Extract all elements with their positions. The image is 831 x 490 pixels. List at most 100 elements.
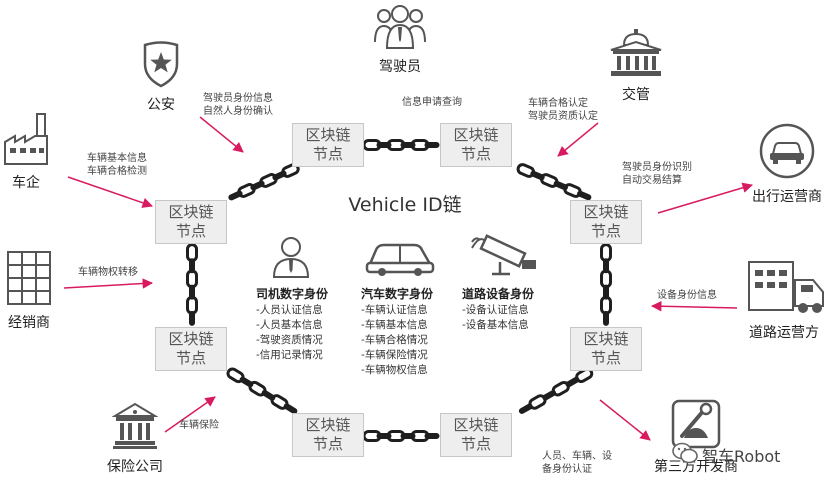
node-label-line2: 节点 bbox=[175, 349, 206, 367]
note-developer: 人员、车辆、设 备身份认证 bbox=[542, 450, 612, 476]
chain-link bbox=[189, 258, 195, 274]
arrow-road-operator bbox=[650, 300, 738, 312]
entity-dealer: 经销商 bbox=[4, 250, 54, 332]
note-carmaker-line1: 车辆基本信息 bbox=[87, 153, 147, 164]
insurance-label: 保险公司 bbox=[107, 459, 163, 475]
device-identity-panel: 道路设备身份 -设备认证信息 -设备基本信息 bbox=[462, 287, 534, 333]
arrow-dealer bbox=[63, 278, 154, 289]
arrow-mobility bbox=[657, 182, 754, 214]
note-traffic-line1: 车辆合格认定 bbox=[528, 98, 588, 109]
factory-icon bbox=[3, 112, 49, 170]
entity-mobility: 出行运营商 bbox=[745, 122, 829, 206]
entity-police: 公安 bbox=[133, 40, 189, 114]
chain-link bbox=[565, 376, 580, 388]
bank-building-icon bbox=[111, 402, 159, 454]
car-panel-title: 汽车数字身份 bbox=[361, 287, 434, 301]
entity-developer: 第三方开发商 bbox=[640, 398, 752, 476]
note-driver: 信息申请查询 bbox=[402, 96, 462, 109]
node-label-line1: 区块链 bbox=[453, 416, 499, 434]
node-label-line2: 节点 bbox=[590, 349, 621, 367]
chain-link bbox=[189, 310, 195, 326]
watermark-text: 智车Robot bbox=[702, 447, 781, 466]
blockchain-node-top-right: 区块链 节点 bbox=[440, 123, 512, 167]
note-insurance-line1: 车辆保险 bbox=[179, 420, 219, 431]
node-label-line2: 节点 bbox=[312, 145, 343, 163]
driver-group-icon bbox=[374, 4, 426, 54]
node-label-line2: 节点 bbox=[460, 145, 491, 163]
node-label-line1: 区块链 bbox=[305, 126, 351, 144]
note-road-line1: 设备身份信息 bbox=[657, 290, 717, 301]
chain-link bbox=[228, 190, 243, 201]
mobility-label: 出行运营商 bbox=[752, 189, 822, 205]
arrow-police bbox=[199, 116, 244, 153]
driver-panel-item: -人员认证信息 bbox=[256, 304, 323, 316]
arrow-developer bbox=[599, 399, 651, 441]
node-label-line1: 区块链 bbox=[168, 203, 214, 221]
car-circle-icon bbox=[758, 122, 816, 184]
chain-link bbox=[189, 284, 195, 300]
node-label-line1: 区块链 bbox=[305, 416, 351, 434]
dealer-label: 经销商 bbox=[8, 315, 50, 331]
note-traffic-line2: 驾驶员资质认定 bbox=[528, 111, 598, 122]
node-label-line1: 区块链 bbox=[583, 330, 629, 348]
developer-label: 第三方开发商 bbox=[654, 459, 738, 475]
note-police: 驾驶员身份信息 自然人身份确认 bbox=[203, 92, 273, 118]
blockchain-node-upper-right: 区块链 节点 bbox=[570, 200, 642, 244]
arrow-carmaker bbox=[67, 176, 153, 208]
note-developer-line2: 备身份认证 bbox=[542, 464, 592, 475]
entity-driver: 驾驶员 bbox=[365, 4, 435, 76]
chain-link bbox=[603, 284, 609, 300]
chain-link bbox=[283, 403, 298, 415]
note-traffic: 车辆合格认定 驾驶员资质认定 bbox=[528, 97, 598, 123]
chain-link bbox=[424, 433, 440, 439]
chain-link bbox=[424, 142, 440, 148]
police-badge-icon bbox=[139, 40, 183, 92]
note-dealer-line1: 车辆物权转移 bbox=[78, 267, 138, 278]
driver-panel-title: 司机数字身份 bbox=[256, 287, 329, 301]
note-mobility-line1: 驾驶员身份识别 bbox=[622, 162, 692, 173]
note-police-line2: 自然人身份确认 bbox=[203, 106, 273, 117]
watermark: 智车Robot bbox=[672, 442, 780, 468]
traffic-label: 交管 bbox=[622, 87, 650, 103]
entity-carmaker: 车企 bbox=[2, 112, 50, 192]
police-label: 公安 bbox=[147, 97, 175, 113]
car-panel-item: -车辆合格情况 bbox=[361, 334, 428, 346]
car-panel-item: -车辆认证信息 bbox=[361, 304, 428, 316]
node-label-line2: 节点 bbox=[312, 435, 343, 453]
flow-arrows bbox=[63, 116, 754, 441]
wechat-logo-icon bbox=[672, 442, 698, 468]
node-label-line1: 区块链 bbox=[453, 126, 499, 144]
note-carmaker: 车辆基本信息 车辆合格检测 bbox=[87, 152, 147, 178]
node-label-line1: 区块链 bbox=[583, 203, 629, 221]
blockchain-node-top-left: 区块链 节点 bbox=[292, 123, 364, 167]
road-camera-icon bbox=[470, 234, 542, 282]
device-panel-item: -设备基本信息 bbox=[462, 319, 529, 331]
driver-panel-item: -驾驶资质情况 bbox=[256, 334, 323, 346]
driver-panel-item: -人员基本信息 bbox=[256, 319, 323, 331]
chain-links bbox=[186, 139, 612, 442]
person-tie-icon bbox=[270, 236, 312, 282]
chain-link bbox=[603, 310, 609, 326]
driver-identity-panel: 司机数字身份 -人员认证信息 -人员基本信息 -驾驶资质情况 -信用记录情况 bbox=[256, 287, 328, 363]
chain-link bbox=[577, 190, 592, 201]
car-panel-item: -车辆物权信息 bbox=[361, 364, 428, 376]
blockchain-node-bottom-left: 区块链 节点 bbox=[292, 413, 364, 457]
note-driver-line1: 信息申请查询 bbox=[402, 97, 462, 108]
entity-traffic: 交管 bbox=[605, 28, 667, 104]
note-road-operator: 设备身份信息 bbox=[657, 289, 717, 302]
chain-link bbox=[600, 243, 612, 263]
road-operator-label: 道路运营方 bbox=[749, 325, 819, 341]
entity-road-operator: 道路运营方 bbox=[738, 258, 830, 342]
entity-insurance: 保险公司 bbox=[100, 402, 170, 476]
node-label-line2: 节点 bbox=[460, 435, 491, 453]
driver-label: 驾驶员 bbox=[379, 59, 421, 75]
developer-tools-icon bbox=[670, 398, 722, 454]
note-police-line1: 驾驶员身份信息 bbox=[203, 93, 273, 104]
carmaker-label: 车企 bbox=[12, 175, 40, 191]
center-title: Vehicle ID链 bbox=[348, 194, 462, 216]
car-panel-item: -车辆基本信息 bbox=[361, 319, 428, 331]
chain-link bbox=[603, 258, 609, 274]
blockchain-node-bottom-right: 区块链 节点 bbox=[440, 413, 512, 457]
